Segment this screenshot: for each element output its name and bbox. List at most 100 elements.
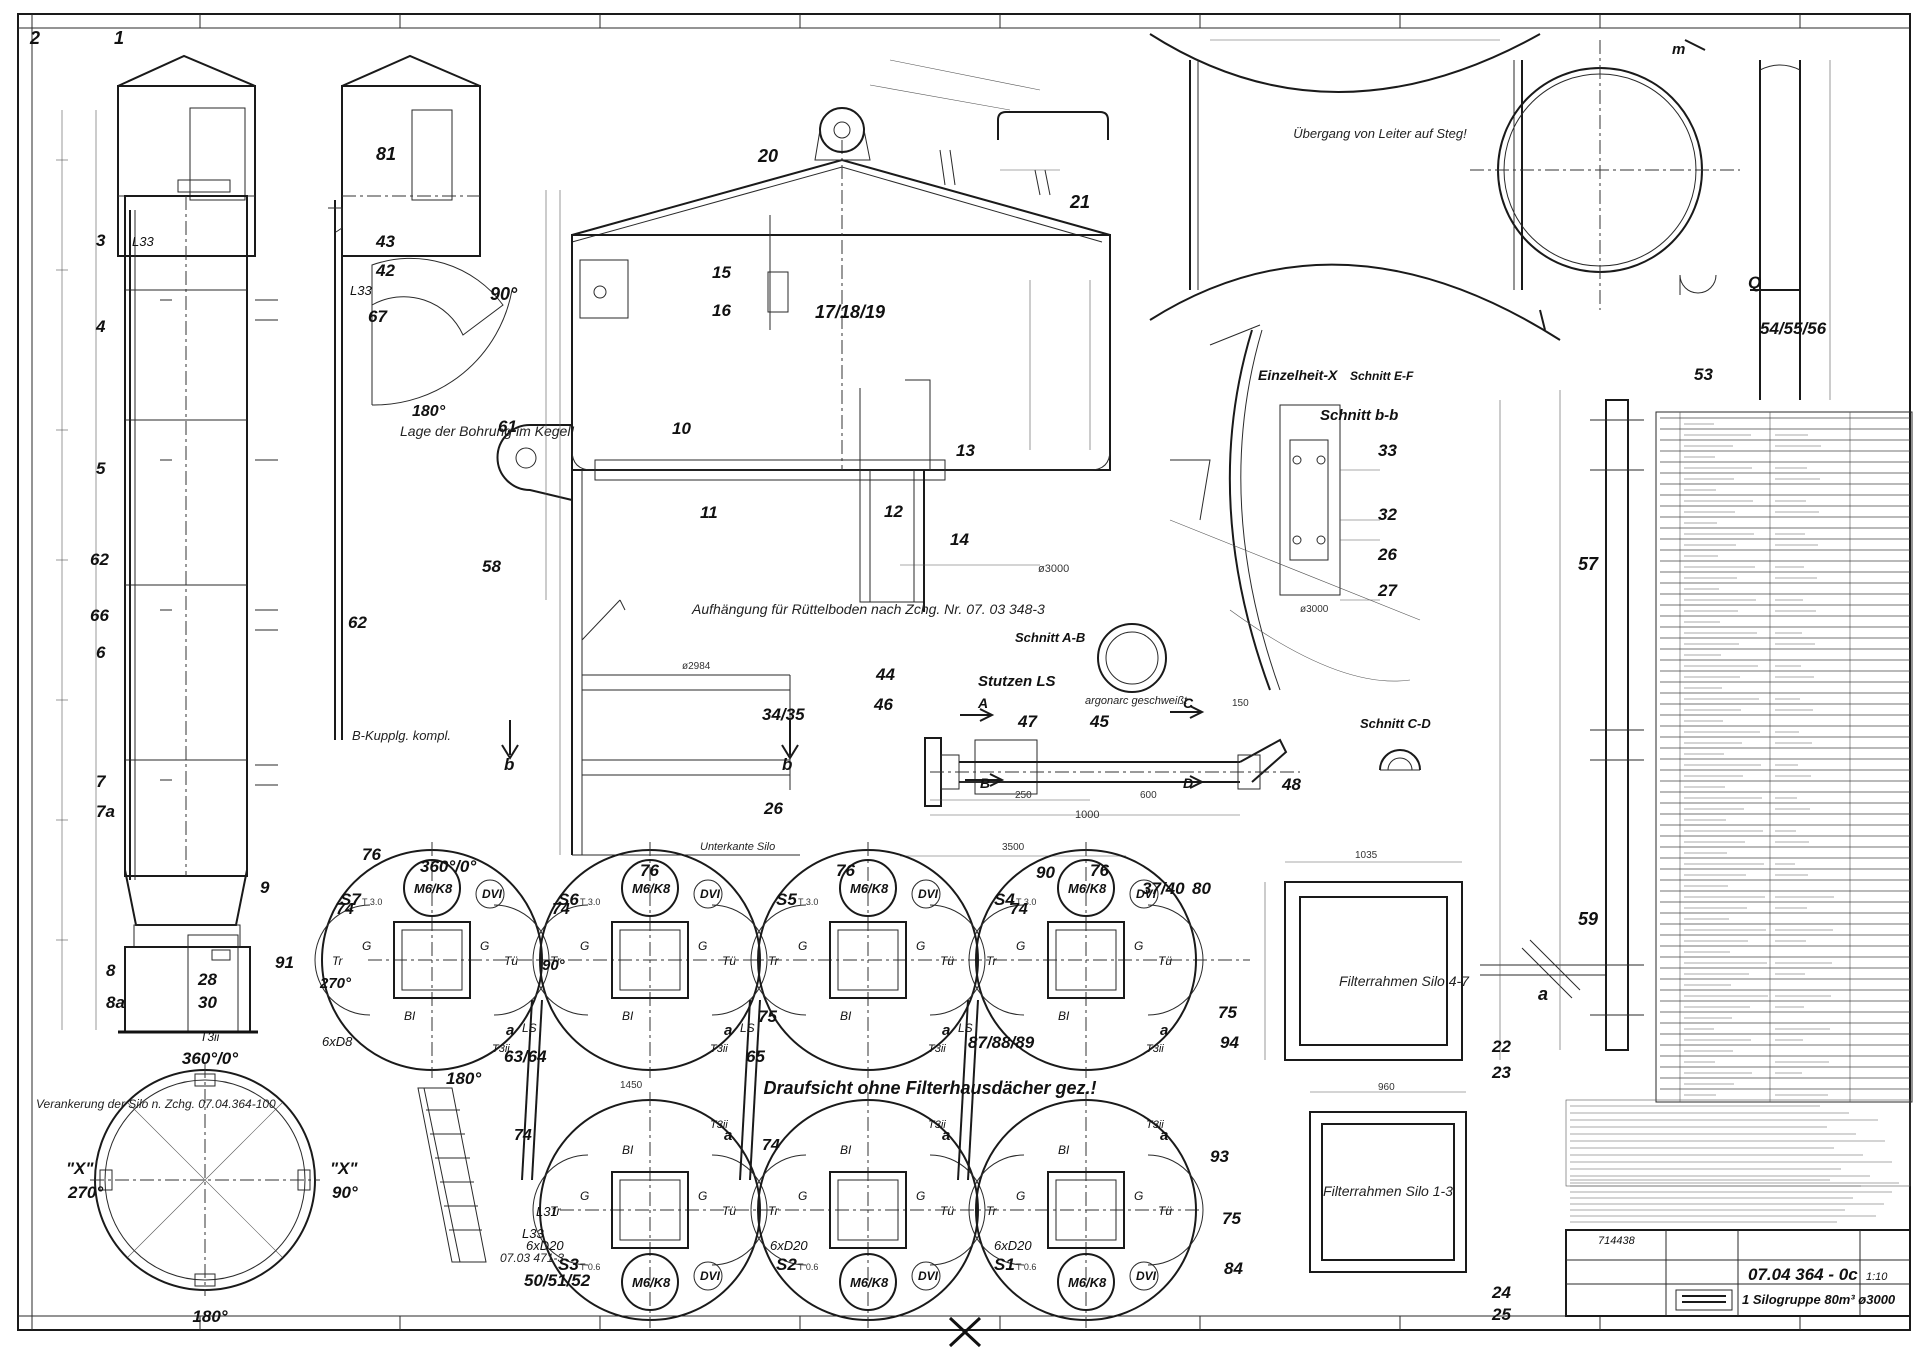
label-5: 5 bbox=[96, 459, 106, 478]
elevation-labels: 3 4 5 62 66 6 7 7a 8 8a 81 43 42 67 L33 … bbox=[90, 144, 574, 1044]
scale-mark: 1:10 bbox=[1866, 1271, 1888, 1283]
silo-bi-label: BI bbox=[1058, 1143, 1070, 1157]
silo-bi-label: BI bbox=[840, 1143, 852, 1157]
silo-tii-label: Tü bbox=[722, 1204, 736, 1218]
silo-t3ii-label: T3ii bbox=[710, 1119, 728, 1131]
silo-g-label-right: G bbox=[1134, 939, 1143, 953]
silo-g-label: G bbox=[1016, 939, 1025, 953]
label-87-88-89: 87/88/89 bbox=[968, 1033, 1035, 1052]
inspection-arc bbox=[493, 904, 550, 1016]
inspection-arc bbox=[1147, 1154, 1204, 1266]
silo-tr-label: Tr bbox=[768, 1204, 779, 1218]
label-8: 8 bbox=[106, 961, 116, 980]
dvi-circle bbox=[1129, 1261, 1159, 1291]
dim-1000: 1000 bbox=[1075, 809, 1099, 821]
silo-part-label: M6/K8 bbox=[1068, 881, 1107, 896]
dim-1035: 1035 bbox=[1355, 850, 1378, 861]
silo-tii-label: Tü bbox=[722, 954, 736, 968]
filter-circle bbox=[621, 859, 679, 917]
silo-t3ii-label: T3ii bbox=[492, 1043, 510, 1055]
silo-grade: T 3.0 bbox=[798, 897, 818, 907]
inspection-arc bbox=[750, 904, 807, 1016]
label-81: 81 bbox=[376, 144, 396, 164]
walkway-rail bbox=[531, 999, 543, 1181]
label-12: 12 bbox=[884, 502, 903, 521]
silo-g-label: G bbox=[1016, 1189, 1025, 1203]
silo-dvi-label: DVI bbox=[1136, 1269, 1157, 1283]
welded-note: argonarc geschweißt bbox=[1085, 695, 1188, 707]
dvi-circle bbox=[693, 879, 723, 909]
inspection-arc bbox=[968, 1154, 1025, 1266]
detail-x-caption: Einzelheit-X bbox=[1258, 367, 1339, 383]
parts-list-rows bbox=[1660, 417, 1910, 1096]
label-90: 90 bbox=[1036, 863, 1055, 882]
silo-label: S1 bbox=[994, 1255, 1015, 1274]
label-66: 66 bbox=[90, 606, 109, 625]
label-16: 16 bbox=[712, 301, 731, 320]
silo-dvi-label: DVI bbox=[700, 887, 721, 901]
label-74-left: 74 bbox=[336, 901, 354, 918]
silo-tii-label: Tü bbox=[504, 954, 518, 968]
angle-180-ring: 180° bbox=[192, 1307, 227, 1326]
cone-section bbox=[496, 59, 1111, 856]
walkway-rail bbox=[521, 999, 533, 1181]
silo-bottom-note: Unterkante Silo bbox=[700, 841, 775, 853]
sheet-number-left: 2 bbox=[29, 28, 40, 48]
ring-view: m Q 54/55/56 53 bbox=[1470, 39, 1831, 400]
ladder-column: 57 59 a bbox=[1480, 390, 1644, 1060]
label-7: 7 bbox=[96, 772, 107, 791]
silo-t3ii-label: T3ii bbox=[928, 1119, 946, 1131]
nozzle-caption: Stutzen LS bbox=[978, 673, 1056, 690]
silo-tr-label: Tr bbox=[332, 954, 343, 968]
silo-outlet bbox=[611, 921, 689, 999]
silo-outlet bbox=[1047, 921, 1125, 999]
silo-bi-label: BI bbox=[622, 1009, 634, 1023]
silo-elevation bbox=[56, 54, 513, 1034]
filter-circle bbox=[1057, 859, 1115, 917]
label-6xD8: 6xD8 bbox=[322, 1034, 353, 1049]
silo-outlet bbox=[829, 921, 907, 999]
label-91: 91 bbox=[275, 953, 294, 972]
silo-g-label: G bbox=[580, 1189, 589, 1203]
note-lines bbox=[1570, 1105, 1899, 1223]
silo-t3ii-label: T3ii bbox=[1146, 1119, 1164, 1131]
label-a-right: a bbox=[1538, 984, 1548, 1004]
inspection-arc bbox=[532, 904, 589, 1016]
nozzle-ls bbox=[924, 623, 1421, 816]
silo-g-label-right: G bbox=[698, 1189, 707, 1203]
filter-frames: Filterrahmen Silo 4-7 Filterrahmen Silo … bbox=[1264, 850, 1511, 1324]
silo-a-label: a bbox=[724, 1127, 732, 1144]
label-93: 93 bbox=[1210, 1147, 1229, 1166]
label-10: 10 bbox=[672, 419, 691, 438]
silo-bi-label: BI bbox=[840, 1009, 852, 1023]
label-t3ii-elev: T3ii bbox=[200, 1030, 220, 1044]
angle-180-top: 180° bbox=[446, 1069, 481, 1088]
label-b-left: b bbox=[504, 755, 514, 774]
silo-tii-label: Tü bbox=[1158, 954, 1172, 968]
label-37-40: 37/40 bbox=[1142, 879, 1185, 898]
label-58: 58 bbox=[482, 557, 501, 576]
dim-150: 150 bbox=[1232, 698, 1249, 709]
silo-grade: T 0.6 bbox=[798, 1262, 818, 1272]
label-13: 13 bbox=[956, 441, 975, 460]
angle-270-ring: 270° bbox=[67, 1183, 103, 1202]
label-11: 11 bbox=[700, 503, 718, 522]
label-34-35: 34/35 bbox=[762, 705, 805, 724]
silo-grade: T 0.6 bbox=[1016, 1262, 1036, 1272]
inspection-arc bbox=[1147, 904, 1204, 1016]
silo-outlet-inner bbox=[1055, 1179, 1117, 1241]
filter-circle bbox=[1057, 1253, 1115, 1311]
dim-1450: 1450 bbox=[620, 1080, 643, 1091]
label-6xD20-c: 6xD20 bbox=[994, 1238, 1032, 1253]
label-63-64: 63/64 bbox=[504, 1047, 547, 1066]
silo-label: S3 bbox=[558, 1255, 579, 1274]
label-75-s4: 75 bbox=[1218, 1003, 1237, 1022]
label-74-s6: 74 bbox=[552, 901, 570, 918]
silo-tr-label: Tr bbox=[550, 954, 561, 968]
label-23: 23 bbox=[1491, 1063, 1511, 1082]
